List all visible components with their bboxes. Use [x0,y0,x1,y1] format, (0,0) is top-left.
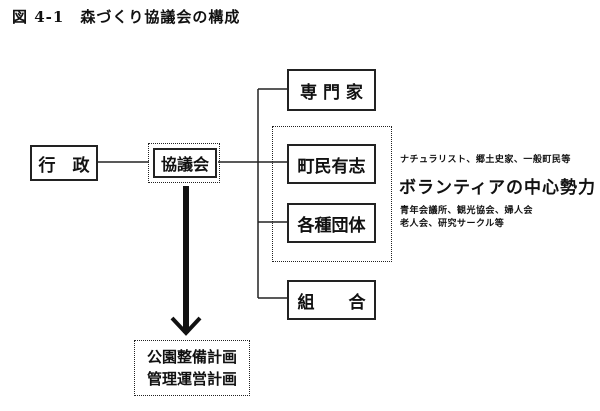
figure-title: 図 4-1 森づくり協議会の構成 [12,8,241,26]
node-kakushu: 各種団体 [287,203,376,243]
chomin-note: ナチュラリスト、郷土史家、一般町民等 [400,155,571,165]
node-gyosei: 行 政 [30,145,98,181]
node-kyogikai: 協議会 [153,148,217,178]
node-chomin: 町民有志 [287,144,376,184]
node-kyogikai-label: 協議会 [160,155,209,174]
node-gyosei-label: 行 政 [38,155,90,176]
node-kumiai-label: 組 合 [297,292,366,313]
volunteer-label: ボランティアの中心勢力 [399,178,596,198]
plan-line-2: 管理運営計画 [146,370,237,388]
volunteer-group-frame [272,126,392,262]
node-kakushu-label: 各種団体 [297,215,366,236]
plan-line-1: 公園整備計画 [146,348,237,366]
kakushu-note-1: 青年会議所、観光協会、婦人会 [400,206,534,216]
node-senmonka-label: 専 門 家 [300,82,363,103]
node-kumiai: 組 合 [287,280,376,320]
plan-box: 公園整備計画 管理運営計画 [134,340,250,396]
kakushu-note-2: 老人会、研究サークル等 [400,219,505,229]
node-chomin-label: 町民有志 [297,156,366,177]
node-senmonka: 専 門 家 [287,69,376,111]
node-kyogikai-frame [148,143,220,183]
arrow-head [170,316,202,336]
